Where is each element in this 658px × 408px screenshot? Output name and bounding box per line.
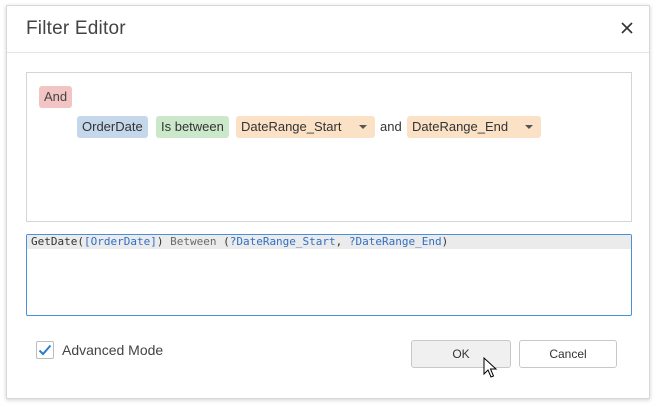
expr-close: ): [156, 235, 164, 248]
value-chip-start[interactable]: DateRange_Start: [236, 116, 375, 138]
value-chip-end[interactable]: DateRange_End: [407, 116, 541, 138]
close-button[interactable]: [615, 16, 639, 40]
field-chip[interactable]: OrderDate: [77, 116, 148, 138]
expr-param-end: ?DateRange_End: [348, 235, 442, 248]
ok-button[interactable]: OK: [411, 340, 511, 368]
expr-end-paren: ): [441, 235, 449, 248]
filter-tree-panel: And OrderDate Is between DateRange_Start…: [26, 72, 632, 222]
advanced-mode-checkbox[interactable]: [36, 341, 54, 359]
chevron-down-icon[interactable]: [359, 125, 367, 129]
dialog-title-bar: Filter Editor: [7, 6, 649, 53]
expr-param-start: ?DateRange_Start: [229, 235, 336, 248]
filter-editor-dialog: Filter Editor And OrderDate Is between D…: [6, 5, 650, 399]
chevron-down-icon[interactable]: [525, 125, 533, 129]
expression-editor[interactable]: GetDate([OrderDate]) Between (?DateRange…: [26, 234, 632, 316]
expression-text: GetDate([OrderDate]) Between (?DateRange…: [31, 235, 448, 249]
dialog-title: Filter Editor: [26, 18, 126, 39]
expr-keyword: Between: [163, 235, 224, 248]
advanced-mode-toggle[interactable]: Advanced Mode: [36, 341, 163, 359]
expr-func: GetDate(: [31, 235, 84, 248]
operator-chip[interactable]: Is between: [156, 116, 229, 138]
current-line-highlight: [27, 235, 631, 249]
value-chip-end-label: DateRange_End: [412, 119, 509, 134]
expr-open-paren: (: [223, 235, 230, 248]
group-operator-chip[interactable]: And: [39, 86, 73, 108]
expr-sep: ,: [335, 235, 349, 248]
condition-joiner: and: [380, 119, 402, 134]
mouse-pointer-icon: [483, 357, 498, 378]
expr-field: [OrderDate]: [83, 235, 157, 248]
value-chip-start-label: DateRange_Start: [241, 119, 342, 134]
close-icon: [621, 22, 633, 34]
advanced-mode-label: Advanced Mode: [62, 342, 164, 358]
cancel-button[interactable]: Cancel: [519, 340, 617, 368]
checkmark-icon: [38, 344, 52, 356]
